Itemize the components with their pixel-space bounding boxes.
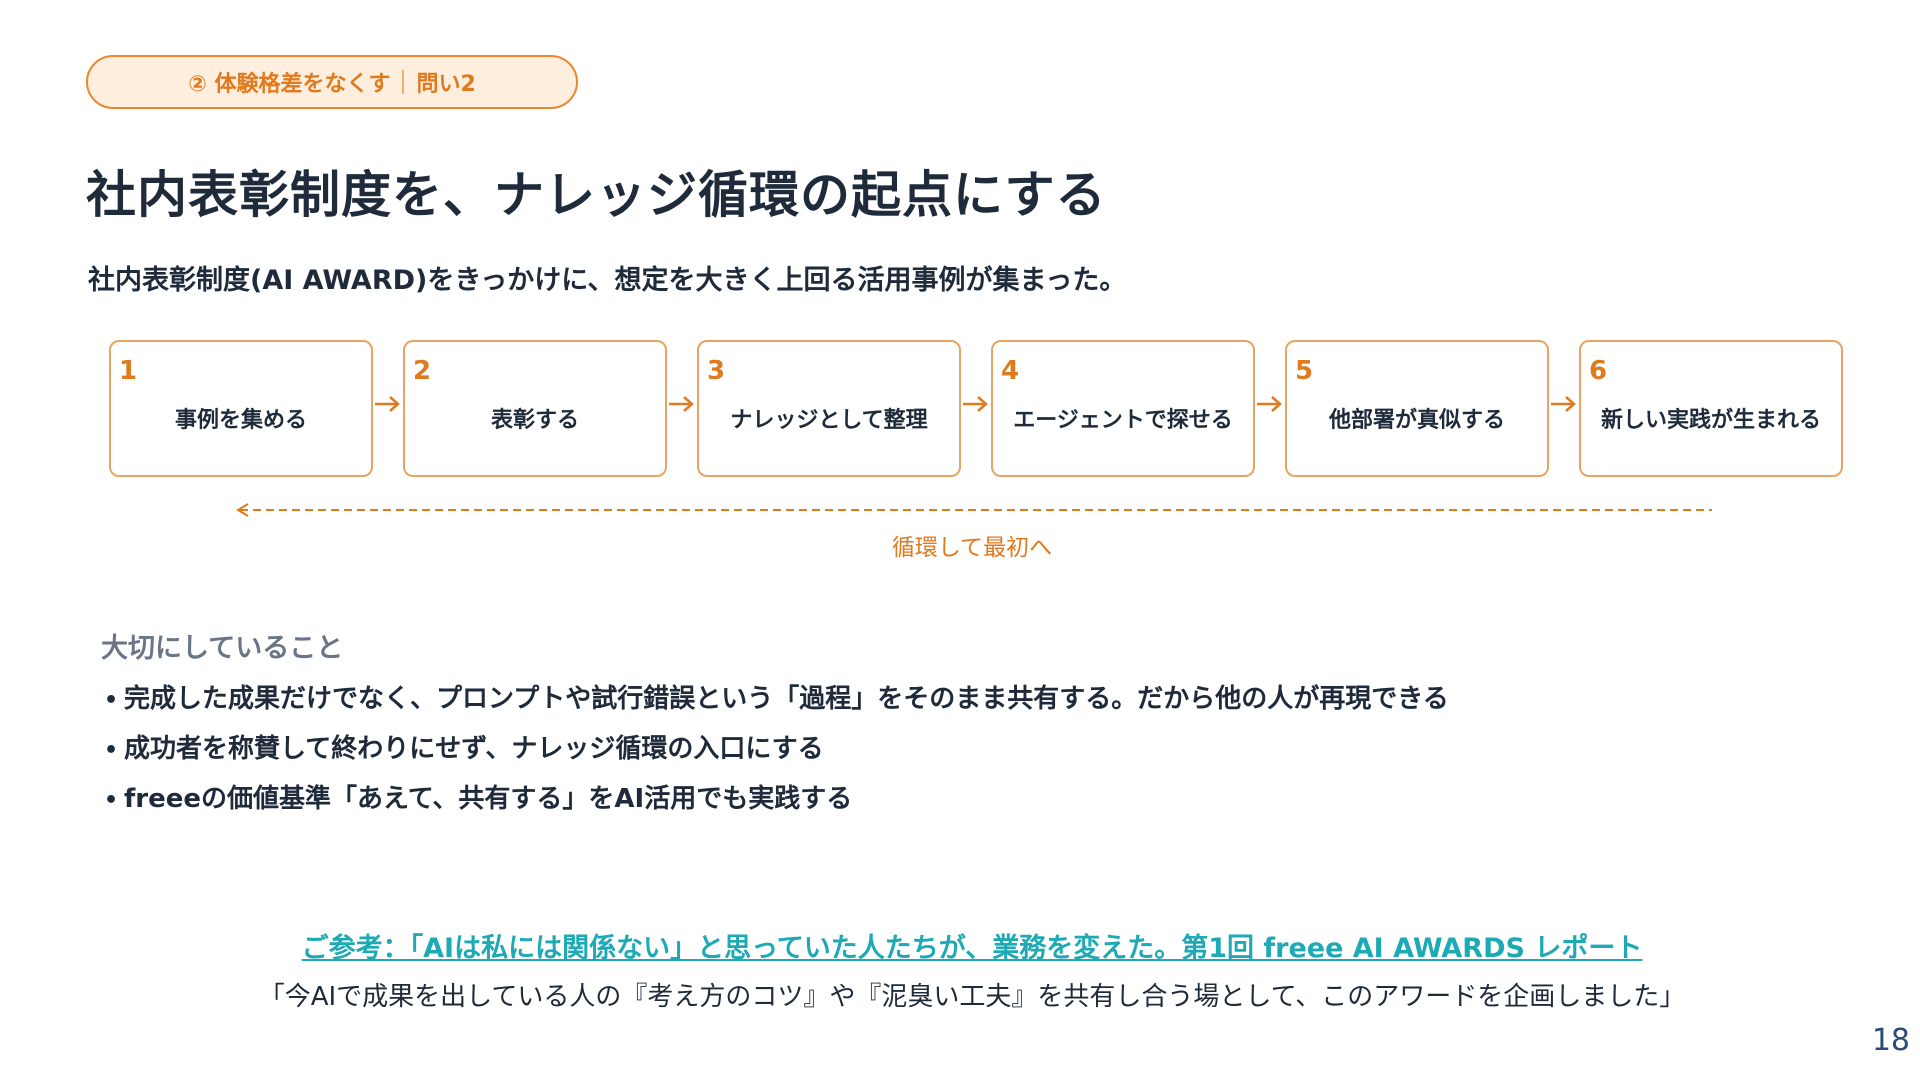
step-number: 1 bbox=[119, 356, 138, 386]
list-item-text: freeeの価値基準「あえて、共有する」をAI活用でも実践する bbox=[124, 784, 853, 814]
page-title: 社内表彰制度を、ナレッジ循環の起点にする bbox=[86, 166, 1107, 224]
list-item: •完成した成果だけでなく、プロンプトや試行錯誤という「過程」をそのまま共有する。… bbox=[104, 674, 1449, 724]
section-tag: ② 体験格差をなくす 問い2 bbox=[86, 55, 578, 109]
list-item: •成功者を称賛して終わりにせず、ナレッジ循環の入口にする bbox=[104, 724, 1449, 774]
step-card-5: 5 他部署が真似する bbox=[1285, 340, 1549, 477]
step-label: 表彰する bbox=[490, 408, 579, 433]
bullet-icon: • bbox=[104, 788, 119, 813]
step-card-4: 4 エージェントで探せる bbox=[991, 340, 1255, 477]
step-label: 他部署が真似する bbox=[1328, 408, 1505, 433]
right-arrow-icon bbox=[375, 396, 400, 412]
tag-divider bbox=[402, 70, 405, 94]
bullet-icon: • bbox=[104, 738, 119, 763]
step-number: 6 bbox=[1589, 356, 1608, 386]
list-item-text: 完成した成果だけでなく、プロンプトや試行錯誤という「過程」をそのまま共有する。だ… bbox=[124, 684, 1449, 714]
loop-label: 循環して最初へ bbox=[891, 535, 1053, 561]
bullet-icon: • bbox=[104, 688, 119, 713]
page-number: 18 bbox=[1871, 1023, 1910, 1058]
section-tag-label: ② 体験格差をなくす bbox=[188, 72, 391, 97]
step-label: ナレッジとして整理 bbox=[730, 408, 928, 433]
step-card-2: 2 表彰する bbox=[403, 340, 667, 477]
section-heading: 大切にしていること bbox=[101, 633, 344, 664]
step-number: 5 bbox=[1295, 356, 1314, 386]
step-card-3: 3 ナレッジとして整理 bbox=[697, 340, 961, 477]
step-card-6: 6 新しい実践が生まれる bbox=[1579, 340, 1843, 477]
step-label: エージェントで探せる bbox=[1013, 408, 1233, 433]
principles-list: •完成した成果だけでなく、プロンプトや試行錯誤という「過程」をそのまま共有する。… bbox=[104, 674, 1449, 824]
step-number: 3 bbox=[707, 356, 726, 386]
right-arrow-icon bbox=[963, 396, 988, 412]
step-card-1: 1 事例を集める bbox=[109, 340, 373, 477]
list-item-text: 成功者を称賛して終わりにせず、ナレッジ循環の入口にする bbox=[124, 734, 824, 764]
step-label: 事例を集める bbox=[174, 408, 307, 433]
loop-back-arrow-icon bbox=[236, 503, 1712, 517]
right-arrow-icon bbox=[669, 396, 694, 412]
question-tag-label: 問い2 bbox=[416, 72, 476, 97]
step-label: 新しい実践が生まれる bbox=[1600, 408, 1821, 433]
reference-quote: 「今AIで成果を出している人の『考え方のコツ』や『泥臭い工夫』を共有し合う場とし… bbox=[258, 982, 1686, 1012]
list-item: •freeeの価値基準「あえて、共有する」をAI活用でも実践する bbox=[104, 774, 1449, 824]
page-subtitle: 社内表彰制度(AI AWARD)をきっかけに、想定を大きく上回る活用事例が集まっ… bbox=[88, 265, 1127, 296]
reference-link[interactable]: ご参考：「AIは私には関係ない」と思っていた人たちが、業務を変えた。第1回 fr… bbox=[301, 933, 1643, 964]
step-number: 2 bbox=[413, 356, 432, 386]
step-number: 4 bbox=[1001, 356, 1020, 386]
right-arrow-icon bbox=[1551, 396, 1576, 412]
right-arrow-icon bbox=[1257, 396, 1282, 412]
